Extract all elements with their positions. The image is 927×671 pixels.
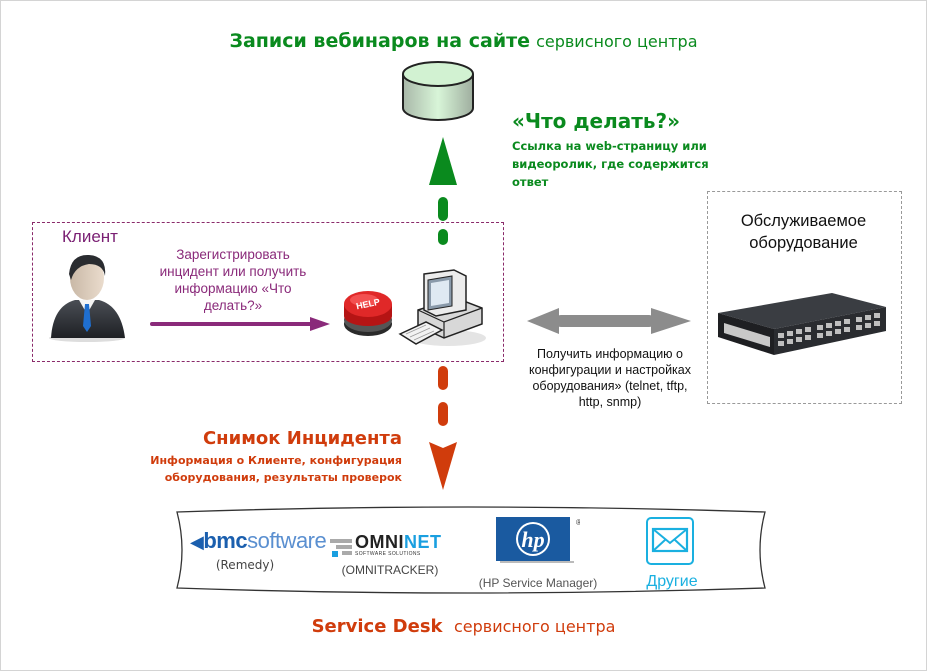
service-desk-title: Service Desk сервисного центра (0, 616, 927, 637)
bmc-caption: (Remedy) (215, 558, 275, 572)
others-caption: Другие (646, 573, 698, 590)
what-to-do-title: «Что делать?» (512, 109, 680, 133)
service-desk-light: сервисного центра (453, 617, 616, 636)
bmc-logo-bold: bmc (203, 528, 248, 553)
webinar-records-title: Записи вебинаров на сайте сервисного цен… (0, 30, 927, 52)
bmc-logo: ◀bmcsoftware (190, 528, 327, 553)
computer-icon (398, 269, 486, 346)
omninet-logo-mark-icon (330, 539, 352, 557)
svg-text:®: ® (576, 518, 580, 527)
equipment-info-text: Получить информацию о конфигурации и нас… (528, 347, 692, 409)
equipment-area (707, 191, 902, 404)
help-label: HELP (355, 297, 381, 312)
incident-snapshot-title: Снимок Инцидента (202, 428, 402, 449)
client-action-text: Зарегистрировать инцидент или получить и… (159, 247, 307, 313)
client-to-helpdesk-arrow (150, 317, 330, 331)
title-light: сервисного центра (536, 32, 698, 51)
service-desk-container (176, 506, 766, 594)
omninet-net: NET (404, 532, 442, 552)
incident-snapshot-description: Информация о Клиенте, конфигурация обору… (150, 454, 402, 484)
vendor-bmc: ◀bmcsoftware (Remedy) (190, 528, 327, 572)
hp-logo-text: hp (521, 527, 544, 552)
hp-logo-icon: hp ® (496, 517, 582, 563)
network-switch-icon (718, 293, 886, 355)
title-bold: Записи вебинаров на сайте (229, 30, 531, 52)
client-area (32, 222, 504, 362)
equipment-title: Обслуживаемое оборудование (740, 212, 867, 252)
client-label: Клиент (62, 227, 118, 246)
omninet-logo: OMNINET SOFTWARE SOLUTIONS (330, 533, 460, 557)
client-avatar-icon (49, 254, 125, 342)
service-desk-bold: Service Desk (311, 616, 443, 637)
omninet-caption: (OMNITRACKER) (341, 563, 439, 577)
database-icon (402, 61, 474, 121)
envelope-icon (646, 517, 694, 565)
vendor-omninet: OMNINET SOFTWARE SOLUTIONS (OMNITRACKER) (330, 533, 460, 577)
red-down-arrow (429, 366, 457, 490)
green-up-arrow (429, 137, 457, 245)
vendor-others: Другие (640, 516, 704, 591)
omninet-omni: OMNI (355, 532, 404, 552)
help-button-icon[interactable]: HELP (338, 282, 400, 340)
omninet-subtitle: SOFTWARE SOLUTIONS (355, 551, 421, 557)
equipment-data-arrow (527, 308, 691, 334)
bmc-logo-light: software (247, 528, 327, 553)
hp-caption: (HP Service Manager) (478, 576, 598, 590)
what-to-do-description: Ссылка на web-страницу или видеоролик, г… (512, 139, 709, 189)
vendor-hp: hp ® (HP Service Manager) (468, 515, 608, 590)
